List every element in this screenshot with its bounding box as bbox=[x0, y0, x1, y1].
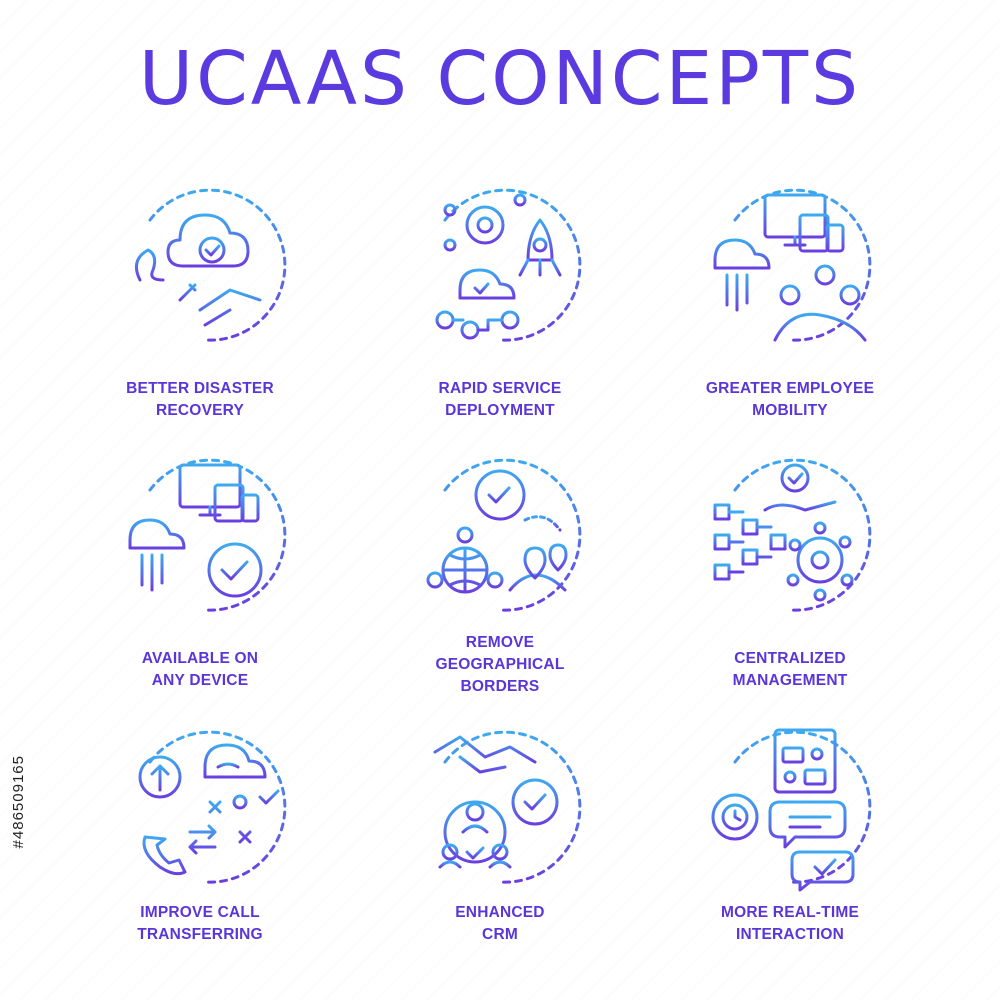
phone-transfer-cloud-icon bbox=[120, 722, 290, 892]
concept-label-realtime: MORE REAL-TIME INTERACTION bbox=[721, 904, 859, 943]
concept-label-central: CENTRALIZED MANAGEMENT bbox=[732, 650, 848, 689]
chat-clock-bubbles-icon bbox=[705, 722, 875, 892]
concept-label-crm: ENHANCED CRM bbox=[455, 904, 545, 943]
handshake-gear-team-icon bbox=[415, 722, 585, 892]
gear-globe-map-pin-icon bbox=[415, 450, 585, 620]
concept-label-rapid: RAPID SERVICE DEPLOYMENT bbox=[438, 380, 562, 419]
gear-cloud-rocket-icon bbox=[415, 180, 585, 350]
devices-cloud-check-icon bbox=[120, 450, 290, 620]
concept-label-disaster: BETTER DISASTER RECOVERY bbox=[126, 380, 274, 419]
hand-network-gear-icon bbox=[705, 450, 875, 620]
concept-label-borders: REMOVE GEOGRAPHICAL BORDERS bbox=[435, 634, 565, 695]
concept-label-device: AVAILABLE ON ANY DEVICE bbox=[141, 650, 259, 689]
page-title: UCAAS CONCEPTS bbox=[138, 36, 862, 122]
concept-label-mobility: GREATER EMPLOYEE MOBILITY bbox=[705, 380, 875, 419]
concept-label-calls: IMPROVE CALL TRANSFERRING bbox=[137, 904, 263, 943]
devices-cloud-globe-icon bbox=[705, 180, 875, 350]
cloud-gear-handshake-icon bbox=[120, 180, 290, 350]
